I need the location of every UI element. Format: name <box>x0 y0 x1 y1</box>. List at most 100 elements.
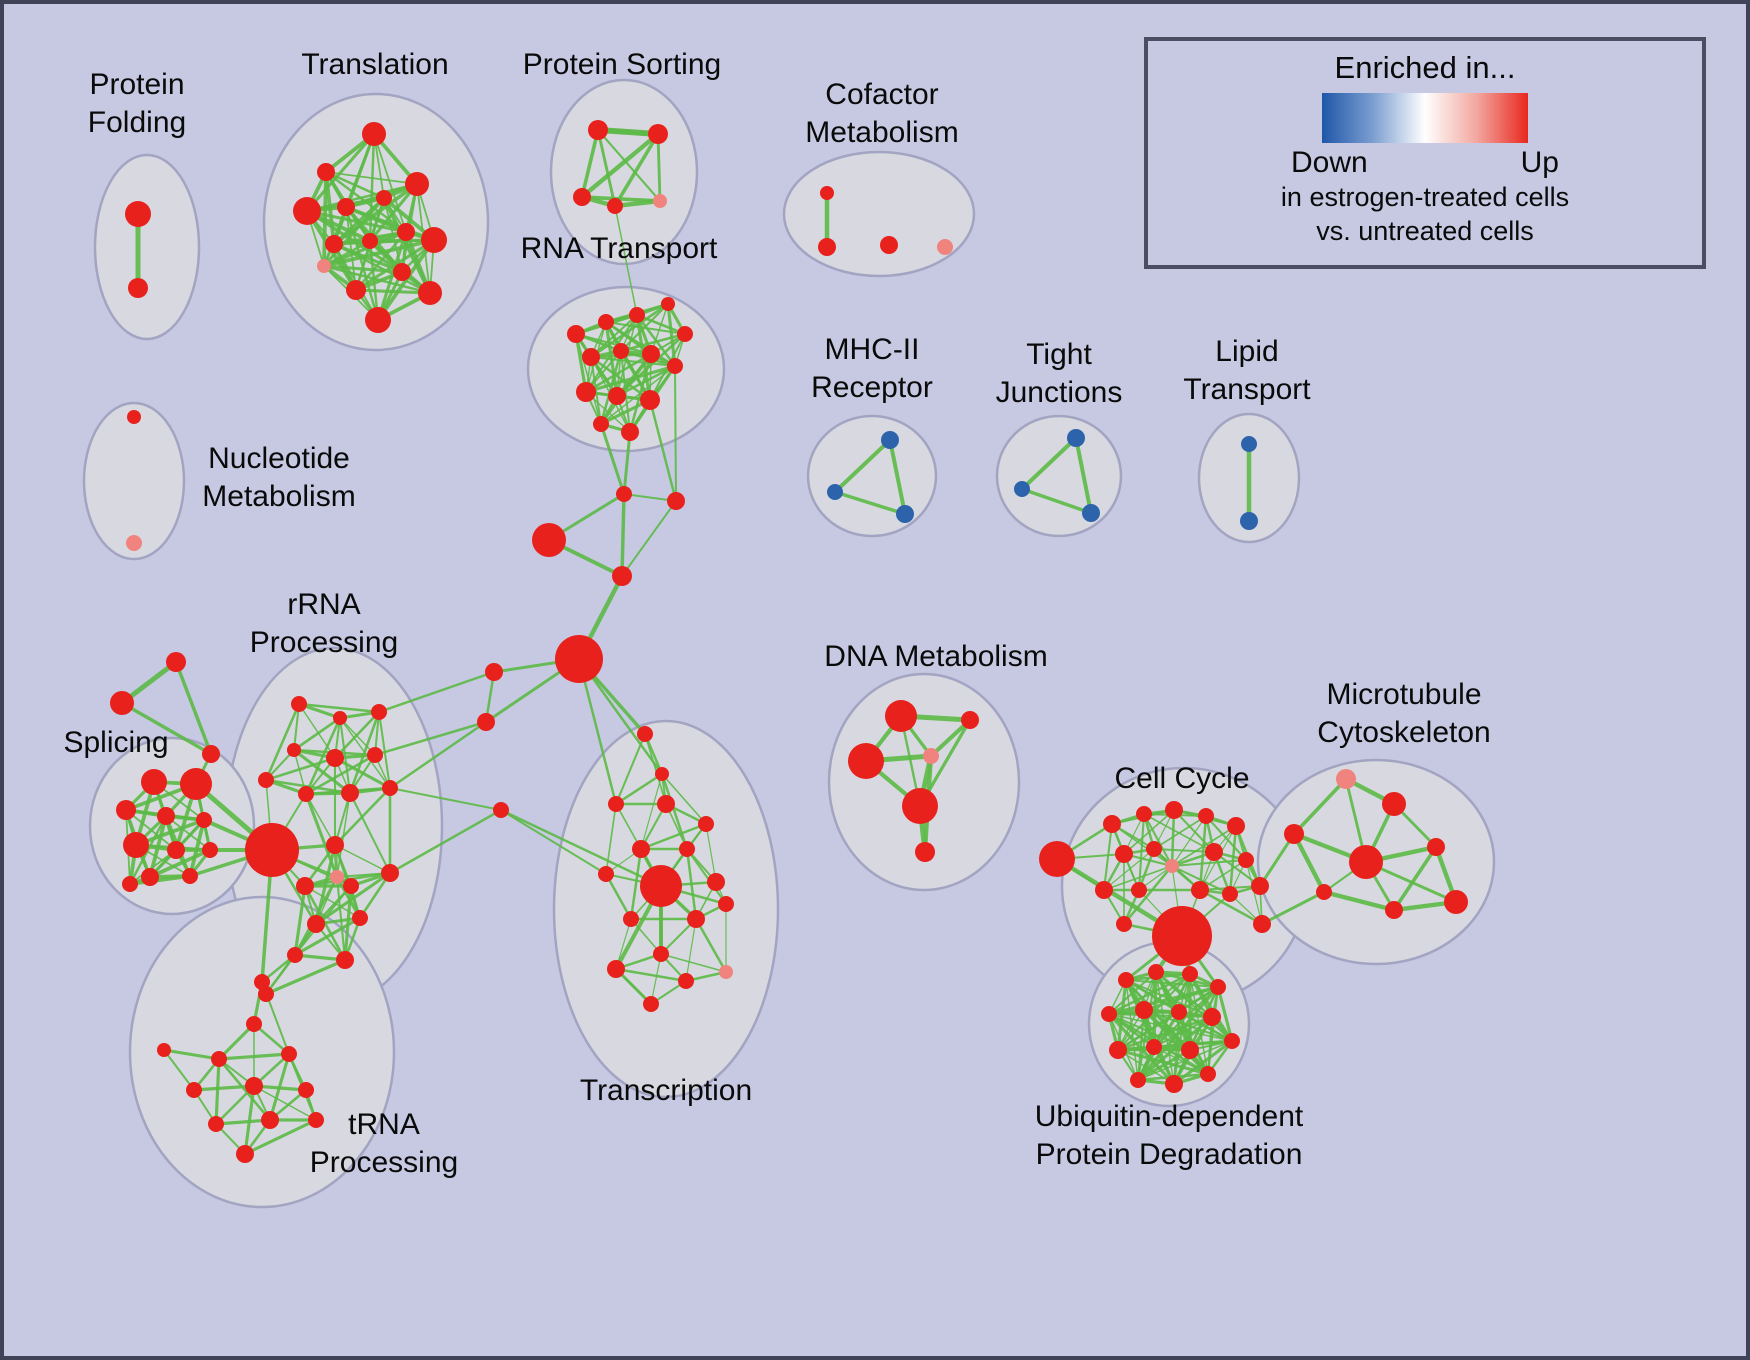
legend-caption-line1: in estrogen-treated cells <box>1280 182 1570 212</box>
node-t1 <box>362 122 386 146</box>
node-tx12 <box>687 910 705 928</box>
edge <box>389 787 502 811</box>
node-mh2 <box>827 484 843 500</box>
node-cc17 <box>1152 906 1212 966</box>
edge <box>604 872 633 921</box>
edge <box>1258 832 1296 888</box>
node-dm5 <box>902 788 938 824</box>
cluster-label-lt: Transport <box>1183 373 1311 406</box>
node-tj2 <box>1014 481 1030 497</box>
edge <box>264 756 337 782</box>
node-tx6 <box>632 840 650 858</box>
edge <box>1321 889 1397 913</box>
edge <box>322 264 432 295</box>
node-rr7 <box>258 772 274 788</box>
node-rt1 <box>567 325 585 343</box>
node-dm6 <box>915 842 935 862</box>
node-rt3 <box>629 307 645 323</box>
edge <box>162 1048 196 1092</box>
edge <box>694 917 728 974</box>
cluster-ellipse-pf <box>93 153 201 341</box>
edge <box>348 710 381 795</box>
edge <box>162 1048 221 1061</box>
node-tx10 <box>598 866 614 882</box>
edge <box>574 332 653 356</box>
cluster-label-cf: Metabolism <box>805 116 958 149</box>
edge <box>660 772 689 851</box>
cluster-label-tj: Tight <box>1026 338 1092 371</box>
node-ln5 <box>555 635 603 683</box>
edge <box>165 815 211 851</box>
edge <box>333 786 392 847</box>
node-mh3 <box>896 505 914 523</box>
edge <box>1172 808 1216 854</box>
edge <box>217 1022 256 1061</box>
node-ub5 <box>1101 1006 1117 1022</box>
node-tx9 <box>707 873 725 891</box>
node-dm1 <box>885 700 917 732</box>
cluster-label-rt: RNA Transport <box>521 232 718 265</box>
node-cc4 <box>1165 801 1183 819</box>
cluster-label-rr: Processing <box>250 626 398 659</box>
edge <box>661 773 707 825</box>
edge <box>343 884 353 962</box>
node-tx8 <box>640 865 682 907</box>
edge <box>1188 972 1234 1043</box>
node-tx1 <box>637 726 653 742</box>
edge <box>345 206 357 291</box>
edge <box>599 422 626 496</box>
node-cf2 <box>818 238 836 256</box>
node-ub11 <box>1146 1039 1162 1055</box>
node-rr4 <box>287 743 301 757</box>
edge <box>293 884 307 957</box>
node-mh1 <box>881 431 899 449</box>
edge <box>264 702 301 782</box>
node-cc5 <box>1198 808 1214 824</box>
node-ub7 <box>1171 1004 1187 1020</box>
node-rt2 <box>598 314 614 330</box>
node-tx15 <box>607 960 625 978</box>
edge <box>621 500 677 577</box>
node-sp8 <box>202 842 218 858</box>
edge <box>833 490 907 516</box>
edge <box>128 874 192 886</box>
cluster-ellipse-cf <box>782 150 976 278</box>
edge <box>344 205 380 322</box>
cluster-label-nm: Nucleotide <box>208 442 350 475</box>
node-ub8 <box>1203 1008 1221 1026</box>
node-tx16 <box>678 973 694 989</box>
node-rr1 <box>291 696 307 712</box>
node-tj3 <box>1082 504 1100 522</box>
edge <box>358 871 392 920</box>
edge <box>333 791 352 847</box>
node-sp4 <box>157 807 175 825</box>
node-t9 <box>397 223 415 241</box>
node-tr3 <box>281 1046 297 1062</box>
edge <box>500 809 607 875</box>
edge <box>650 953 662 1005</box>
node-lt2 <box>1240 512 1258 530</box>
node-rt4 <box>661 297 675 311</box>
edge <box>388 720 488 790</box>
edge <box>589 313 639 359</box>
node-tr10 <box>236 1145 254 1163</box>
cluster-label-rr: rRNA <box>287 588 360 621</box>
node-sp5 <box>196 812 212 828</box>
node-tr1 <box>246 1016 262 1032</box>
edge <box>253 1085 317 1121</box>
node-rt11 <box>608 387 626 405</box>
edge <box>1260 890 1326 926</box>
edge <box>1228 824 1238 896</box>
node-ln3 <box>532 523 566 557</box>
node-cc6 <box>1227 817 1245 835</box>
node-ln10 <box>110 691 134 715</box>
node-ub12 <box>1181 1041 1199 1059</box>
edge <box>322 264 404 274</box>
cluster-label-ub: Ubiquitin-dependent <box>1035 1100 1304 1133</box>
node-rr10 <box>382 780 398 796</box>
node-pf2 <box>128 278 148 298</box>
edge <box>1020 436 1078 491</box>
edge <box>388 808 503 875</box>
node-cc2 <box>1103 815 1121 833</box>
